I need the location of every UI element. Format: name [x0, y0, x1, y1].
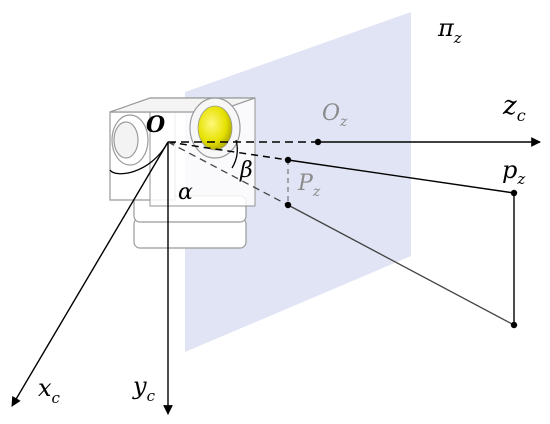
y-axis-label-main: y: [132, 372, 147, 400]
plane-center-point: [314, 138, 322, 146]
ray-lower-dashed: [167, 141, 289, 206]
projected-point-label-sub: z: [312, 184, 321, 200]
world-point-label: pz: [502, 156, 525, 188]
ray-upper: [287, 159, 515, 194]
plane-center-label-sub: z: [339, 114, 348, 130]
world-point-upper: [510, 189, 518, 197]
x-axis-label-main: x: [38, 374, 52, 402]
camera-body: [109, 97, 256, 249]
world-point-label-sub: z: [516, 170, 525, 188]
plane-point-lower: [284, 201, 292, 209]
z-axis-label-sub: c: [517, 106, 526, 125]
plane-center-label: Oz: [322, 101, 348, 130]
projected-point-label-main: P: [297, 171, 314, 196]
plane-center-label-main: O: [322, 101, 340, 126]
origin-label: O: [146, 112, 165, 138]
world-point-lower: [510, 321, 518, 329]
x-axis: [11, 141, 169, 407]
camera-yellow-lens: [197, 105, 233, 151]
angle-alpha-label: α: [178, 180, 193, 205]
z-axis-label-main: z: [502, 91, 517, 121]
y-axis-label: yc: [132, 372, 156, 405]
y-axis-label-sub: c: [147, 387, 156, 405]
plane-label: πz: [437, 14, 462, 47]
plane-label-main: π: [437, 14, 455, 42]
plane-point-upper: [284, 156, 292, 164]
ray-upper-dashed: [167, 141, 289, 161]
x-axis-label-sub: c: [52, 389, 61, 407]
ray-lower: [287, 204, 515, 326]
projected-point-label: Pz: [297, 171, 321, 200]
angle-beta-label: β: [239, 158, 253, 183]
plane-label-sub: z: [453, 29, 462, 47]
image-plane: [185, 12, 411, 352]
x-axis-label: xc: [38, 374, 61, 407]
z-axis-label: zc: [502, 91, 526, 125]
world-point-label-main: p: [502, 156, 517, 184]
camera-left-lens-inner: [113, 121, 139, 159]
